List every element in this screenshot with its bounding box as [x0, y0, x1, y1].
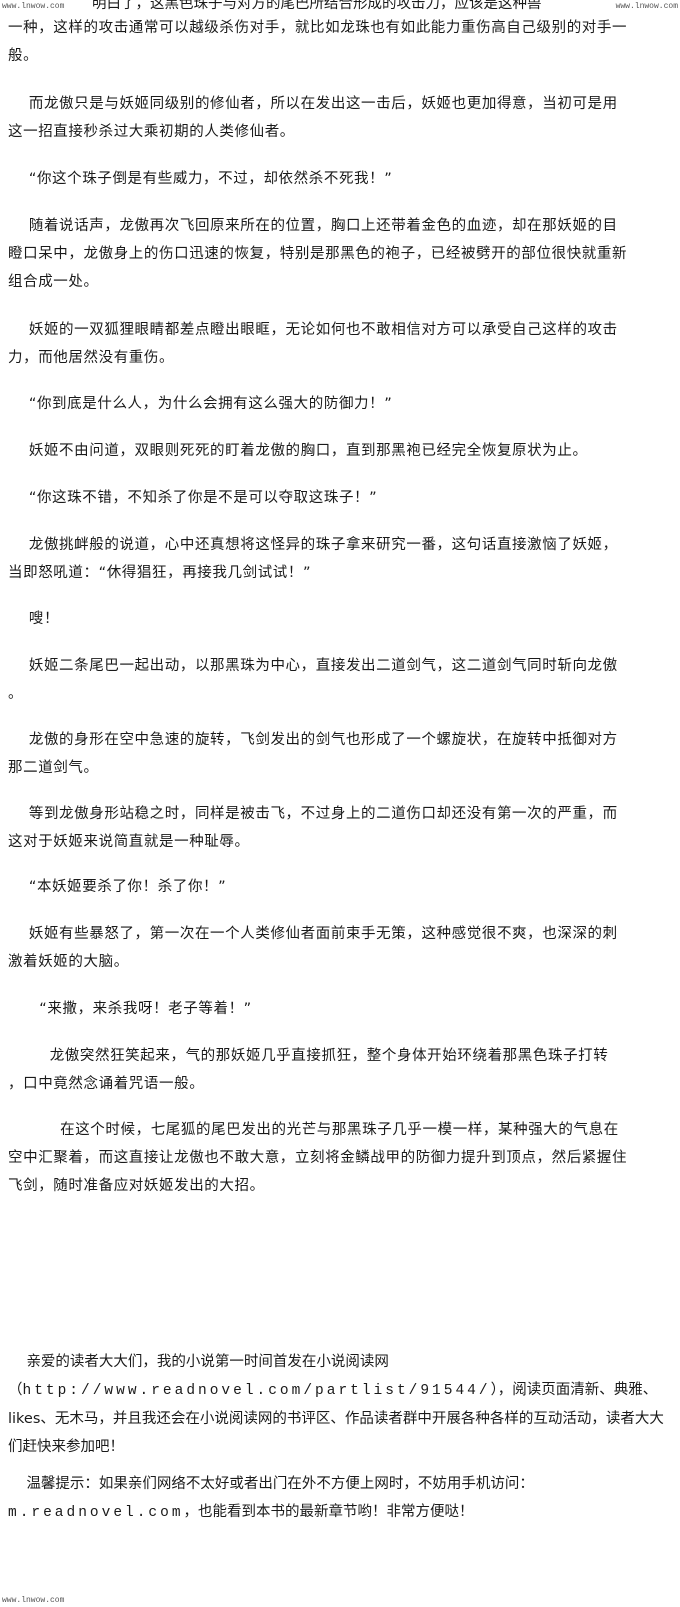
paragraph: 妖姬的一双狐狸眼睛都差点瞪出眼眶，无论如何也不敢相信对方可以承受自己这样的攻击 … [8, 322, 618, 366]
top-cut-text: 明白了，这黑色珠子与对方的尾巴所结合形成的攻击力，应该是这种兽 [92, 0, 542, 12]
footer-url-link[interactable]: http://www.readnovel.com/partlist/91544/ [22, 1383, 491, 1399]
watermark-top-right: www.lnwow.com [615, 2, 678, 11]
paragraph: “你这个珠子倒是有些威力，不过，却依然杀不死我！” [8, 171, 393, 187]
paragraph: 妖姬有些暴怒了，第一次在一个人类修仙者面前束手无策，这种感觉很不爽，也深深的刺 … [8, 926, 618, 970]
footer-promo: 亲爱的读者大大们，我的小说第一时间首发在小说阅读网（http://www.rea… [8, 1348, 672, 1461]
watermark-top-left: www.lnwow.com [2, 2, 65, 11]
footer-tip-rest: ，也能看到本书的最新章节哟！非常方便哒！ [183, 1504, 474, 1520]
paragraph: 龙傲的身形在空中急速的旋转，飞剑发出的剑气也形成了一个螺旋状，在旋转中抵御对方 … [8, 732, 618, 776]
watermark-bottom-left: www.lnwow.com [2, 1596, 65, 1605]
footer-tip: 温馨提示：如果亲们网络不太好或者出门在外不方便上网时，不妨用手机访问： m.rea… [8, 1470, 672, 1527]
paragraph: 一种，这样的攻击通常可以越级杀伤对手，就比如龙珠也有如此能力重伤高自己级别的对手… [8, 20, 628, 64]
footer-tip-prefix: 温馨提示：如果亲们网络不太好或者出门在外不方便上网时，不妨用手机访问： [8, 1476, 534, 1492]
paragraph: “来撒，来杀我呀！老子等着！” [8, 1001, 252, 1017]
paragraph: “你这珠不错，不知杀了你是不是可以夺取这珠子！” [8, 490, 378, 506]
paragraph: 而龙傲只是与妖姬同级别的修仙者，所以在发出这一击后，妖姬也更加得意，当初可是用 … [8, 96, 618, 140]
paragraph: 在这个时候，七尾狐的尾巴发出的光芒与那黑珠子几乎一模一样，某种强大的气息在 空中… [8, 1122, 628, 1194]
footer-mobile-url-link[interactable]: m.readnovel.com [8, 1505, 184, 1521]
paragraph: “你到底是什么人，为什么会拥有这么强大的防御力！” [8, 396, 393, 412]
footer-intro: 亲爱的读者大大们，我的小说第一时间首发在小说阅读网（ [8, 1354, 389, 1398]
paragraph: 嗖！ [8, 611, 60, 627]
footer-promo-rest: ），阅读页面清新、典雅、likes、无木马，并且我还会在小说阅读网的书评区、作品… [8, 1382, 664, 1455]
paragraph: 龙傲突然狂笑起来，气的那妖姬几乎直接抓狂，整个身体开始环绕着那黑色珠子打转 ，口… [8, 1048, 609, 1092]
paragraph: 龙傲挑衅般的说道，心中还真想将这怪异的珠子拿来研究一番，这句话直接激恼了妖姬， … [8, 537, 618, 581]
paragraph: 妖姬不由问道，双眼则死死的盯着龙傲的胸口，直到那黑袍已经完全恢复原状为止。 [8, 443, 588, 459]
paragraph: 随着说话声，龙傲再次飞回原来所在的位置，胸口上还带着金色的血迹，却在那妖姬的目 … [8, 218, 628, 290]
top-cut-line: 明白了，这黑色珠子与对方的尾巴所结合形成的攻击力，应该是这种兽 [0, 0, 680, 14]
paragraph: “本妖姬要杀了你！杀了你！” [8, 879, 227, 895]
paragraph: 等到龙傲身形站稳之时，同样是被击飞，不过身上的二道伤口却还没有第一次的严重，而 … [8, 806, 618, 850]
paragraph: 妖姬二条尾巴一起出动，以那黑珠为中心，直接发出二道剑气，这二道剑气同时斩向龙傲 … [8, 658, 618, 702]
